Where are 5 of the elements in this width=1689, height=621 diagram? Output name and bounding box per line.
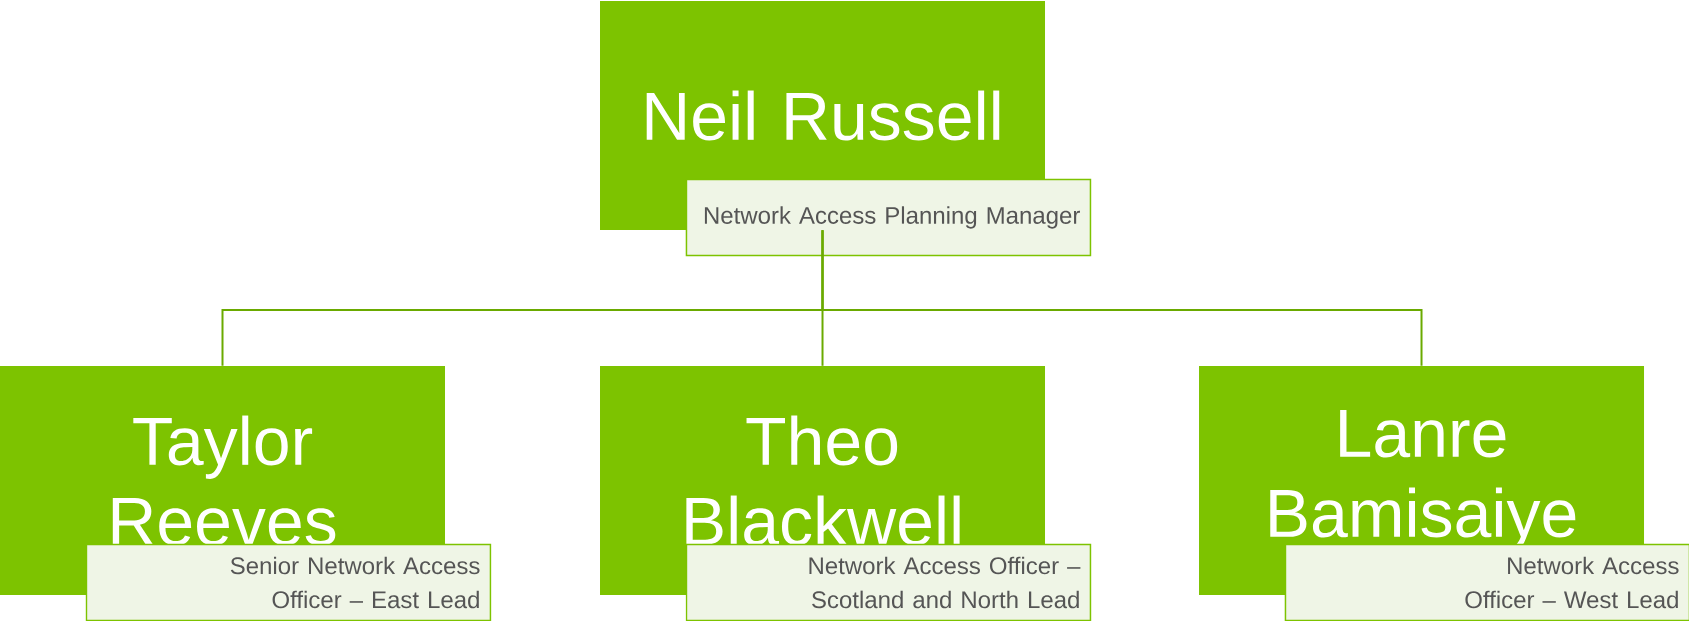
title-label: Network Access Officer – West Lead	[1284, 543, 1689, 621]
title-label: Senior Network Access Officer – East Lead	[85, 543, 492, 621]
connector-line	[821, 229, 1423, 367]
title-label: Network Access Planning Manager	[685, 178, 1092, 257]
title-label: Network Access Officer – Scotland and North Lead	[685, 543, 1092, 621]
